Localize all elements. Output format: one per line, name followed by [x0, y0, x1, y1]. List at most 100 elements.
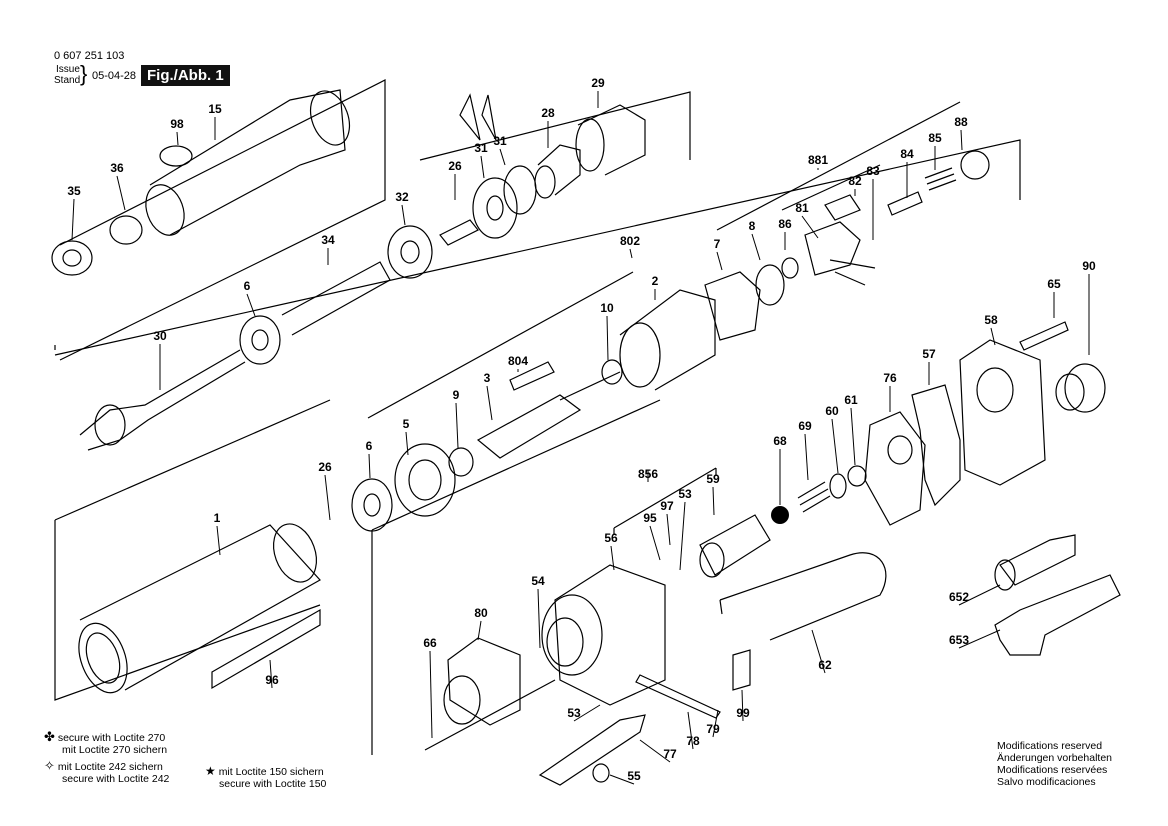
part-callout: 59: [706, 472, 720, 486]
part-callout: 54: [531, 574, 545, 588]
callout-leader-line: [71, 198, 75, 241]
stand-label: Stand: [54, 75, 81, 86]
legend-150: ★ mit Loctite 150 sichern secure with Lo…: [205, 765, 326, 790]
callout-leader-line: [801, 215, 819, 239]
callout-leader-line: [712, 486, 715, 516]
part-callout: 78: [686, 734, 700, 748]
part-callout: 2: [652, 274, 659, 288]
part-callout: 60: [825, 404, 839, 418]
part-callout: 3: [484, 371, 491, 385]
modifications-note: Modifications reserved Änderungen vorbeh…: [997, 740, 1112, 788]
callout-leader-line: [629, 248, 633, 259]
part-callout: 9: [453, 388, 460, 402]
part-callout: 88: [954, 115, 968, 129]
callout-leader-line: [741, 689, 744, 722]
callout-leader-line: [687, 711, 694, 750]
part-callout: 55: [627, 769, 641, 783]
part-callout: 32: [395, 190, 409, 204]
part-callout: 34: [321, 233, 335, 247]
callout-leader-line: [116, 175, 126, 211]
callout-leader-line: [716, 251, 723, 271]
part-callout: 856: [638, 467, 658, 481]
note-line: Änderungen vorbehalten: [997, 752, 1113, 764]
callout-leader-line: [666, 513, 671, 546]
callout-leader-line: [573, 704, 601, 722]
part-callout: 8: [749, 219, 756, 233]
part-callout: 85: [928, 131, 942, 145]
legend-242: ✧ mit Loctite 242 sichern secure with Lo…: [44, 758, 170, 785]
part-callout: 61: [844, 393, 858, 407]
callout-leader-line: [455, 402, 459, 449]
part-callout: 26: [318, 460, 332, 474]
callout-leader-line: [216, 525, 221, 556]
part-callout: 10: [600, 301, 614, 315]
issue-date: 05-04-28: [92, 70, 137, 82]
part-callout: 80: [474, 606, 488, 620]
part-callout: 53: [678, 487, 692, 501]
issue-label: Issue: [56, 64, 80, 75]
part-callout: 76: [883, 371, 897, 385]
callout-leader-line: [486, 385, 493, 421]
legend-150-de: mit Loctite 150 sichern: [218, 766, 324, 778]
note-line: Modifications reserved: [997, 740, 1103, 752]
part-callout: 86: [778, 217, 792, 231]
note-line: Salvo modificaciones: [997, 776, 1096, 788]
part-callout: 26: [448, 159, 462, 173]
part-callout: 7: [714, 237, 721, 251]
callout-leader-line: [477, 620, 482, 641]
part-callout: 29: [591, 76, 605, 90]
part-callout: 28: [541, 106, 555, 120]
part-callout: 1: [214, 511, 221, 525]
callout-leader-line: [751, 233, 761, 261]
note-line: Modifications reservées: [997, 764, 1108, 776]
loctite-legend: ✤ secure with Loctite 270 mit Loctite 27…: [44, 729, 170, 785]
callout-leader-line: [499, 148, 506, 166]
part-callout: 58: [984, 313, 998, 327]
callout-leader-line: [960, 129, 963, 151]
callout-leader-line: [811, 629, 826, 674]
callout-leader-line: [850, 407, 856, 466]
callout-leader-line: [405, 431, 409, 456]
brace: }: [80, 61, 88, 86]
part-callout: 90: [1082, 259, 1096, 273]
part-callout: 65: [1047, 277, 1061, 291]
star-icon: ★: [205, 764, 216, 778]
part-callout: 98: [170, 117, 184, 131]
part-callout: 802: [620, 234, 640, 248]
part-callout: 57: [922, 347, 936, 361]
legend-242-de: mit Loctite 242 sichern: [57, 761, 163, 773]
part-callout: 97: [660, 499, 674, 513]
part-callout: 6: [366, 439, 373, 453]
part-callout: 53: [567, 706, 581, 720]
callout-leader-line: [401, 204, 406, 226]
callout-leader-line: [176, 131, 179, 146]
legend-150-en: secure with Loctite 150: [219, 778, 327, 790]
callout-leader-line: [610, 545, 615, 571]
callout-leader-line: [269, 659, 273, 689]
part-callout: 35: [67, 184, 81, 198]
star-outline-icon: ✧: [44, 758, 55, 773]
part-callout: 81: [795, 201, 809, 215]
part-callout: 82: [848, 174, 862, 188]
part-callout: 69: [798, 419, 812, 433]
callout-leader-line: [537, 588, 541, 649]
part-callout: 84: [900, 147, 914, 161]
legend-270-de: mit Loctite 270 sichern: [62, 744, 168, 756]
part-callout: 804: [508, 354, 528, 368]
part-callout: 95: [643, 511, 657, 525]
part-callout: 30: [153, 329, 167, 343]
legend-270: ✤ secure with Loctite 270 mit Loctite 27…: [44, 729, 169, 756]
legend-242-en: secure with Loctite 242: [62, 773, 170, 785]
part-callout: 652: [949, 590, 969, 604]
part-callout: 99: [736, 706, 750, 720]
part-callout: 79: [706, 722, 720, 736]
part-callout: 83: [866, 164, 880, 178]
callout-leader-line: [990, 327, 996, 346]
part-callout: 653: [949, 633, 969, 647]
doc-number: 0 607 251 103: [54, 50, 125, 62]
part-callout: 36: [110, 161, 124, 175]
callout-leader-line: [429, 650, 433, 739]
club-icon: ✤: [44, 729, 55, 744]
figure-badge: Fig./Abb. 1: [141, 65, 230, 86]
